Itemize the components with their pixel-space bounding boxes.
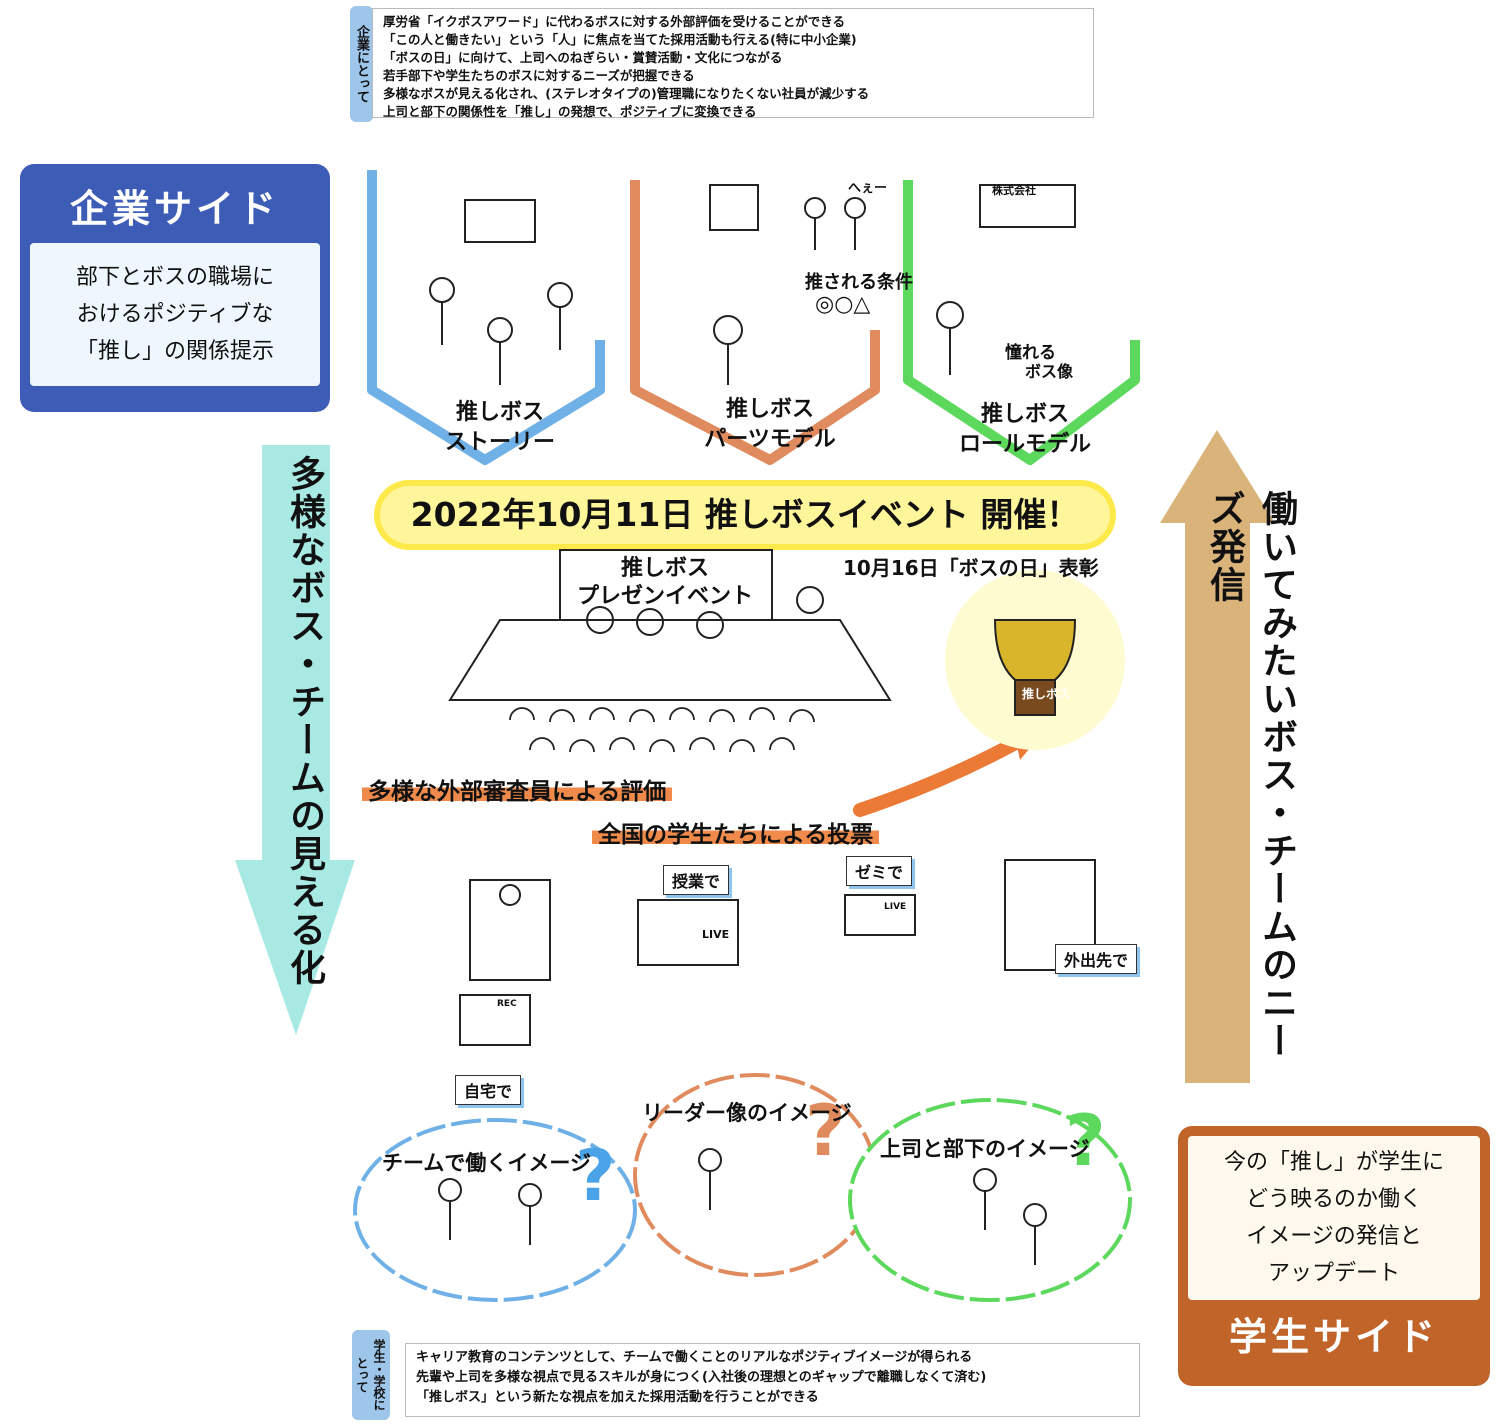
desc-line: 「推し」の関係提示 — [75, 339, 274, 364]
company-side-title: 企業サイド — [69, 187, 280, 231]
desc-line: イメージの発信と — [1246, 1224, 1422, 1249]
place-outside: 外出先で — [1055, 944, 1138, 974]
chevrons-illustration — [367, 170, 1140, 465]
benefit-line: 「推しボス」という新たな視点を加えた採用活動を行うことができる — [416, 1390, 819, 1405]
desc-line: アップデート — [1267, 1261, 1400, 1286]
benefit-line: 「この人と働きたい」という「人」に焦点を当てた採用活動も行える(特に中小企業) — [383, 32, 857, 47]
svg-text:?: ? — [1065, 1100, 1106, 1182]
rec-label: REC — [497, 999, 517, 1009]
down-arrow-icon — [235, 445, 355, 1035]
place-home: 自宅で — [455, 1075, 522, 1105]
cloud-leader: リーダー像のイメージ — [642, 1101, 852, 1125]
place-class: 授業で — [663, 865, 730, 895]
desc-line: 今の「推し」が学生に — [1223, 1150, 1444, 1175]
hee-text: へぇー — [848, 181, 888, 196]
chevron-label-parts: 推しボスパーツモデル — [690, 395, 850, 455]
student-side-box: 今の「推し」が学生に どう映るのか働く イメージの発信と アップデート 学生サイ… — [1178, 1126, 1490, 1386]
cloud-boss-subordinate: 上司と部下のイメージ — [880, 1137, 1090, 1161]
benefit-line: キャリア教育のコンテンツとして、チームで働くことのリアルなポジティブイメージが得… — [416, 1350, 973, 1365]
chevron-line: 推しボス — [455, 400, 544, 425]
stage-sign: 推しボスプレゼンイベント — [565, 555, 765, 611]
stage-line: 推しボス — [620, 556, 709, 581]
desc-line: 部下とボスの職場に — [75, 265, 274, 290]
svg-text:?: ? — [575, 1135, 616, 1217]
benefit-line: 「ボスの日」に向けて、上司へのねぎらい・賞賛活動・文化につながる — [383, 50, 783, 65]
company-side-desc: 部下とボスの職場に おけるポジティブな 「推し」の関係提示 — [30, 243, 320, 386]
desc-line: おけるポジティブな — [76, 302, 274, 327]
benefit-line: 厚労省「イクボスアワード」に代わるボスに対する外部評価を受けることができる — [383, 14, 846, 29]
live-label: LIVE — [884, 902, 907, 912]
desc-line: どう映るのか働く — [1245, 1187, 1422, 1212]
event-illustration — [448, 549, 1125, 1046]
benefit-line: 上司と部下の関係性を「推し」の発想で、ポジティブに変換できる — [383, 104, 757, 119]
student-benefits: キャリア教育のコンテンツとして、チームで働くことのリアルなポジティブイメージが得… — [405, 1343, 1140, 1417]
clouds-illustration: ? ? ? — [353, 1073, 1132, 1302]
event-banner: 2022年10月11日 推しボスイベント 開催！ — [380, 486, 1110, 544]
svg-text:?: ? — [805, 1090, 846, 1172]
chevron-line: 推しボス — [980, 402, 1069, 427]
evaluation-text: 多様な外部審査員による評価 — [362, 772, 673, 806]
student-side-title: 学生サイド — [1228, 1315, 1439, 1359]
trophy-plate: 推しボス — [1022, 687, 1071, 701]
stage-line: プレゼンイベント — [576, 584, 753, 609]
benefit-line: 若手部下や学生たちのボスに対するニーズが把握できる — [383, 68, 695, 83]
company-sign: 株式会社 — [992, 184, 1036, 197]
cloud-team: チームで働くイメージ — [382, 1151, 591, 1175]
company-benefit-tag: 企業にとって — [350, 6, 373, 122]
chevron-line: ストーリー — [444, 430, 555, 455]
boss-image-text: ボス像 — [1025, 362, 1074, 381]
place-seminar: ゼミで — [846, 856, 913, 886]
conditions-marks: ◎○△ — [815, 292, 871, 317]
company-side-box: 企業サイド 部下とボスの職場に おけるポジティブな 「推し」の関係提示 — [20, 164, 330, 412]
right-arrow-text: 働いてみたいボス・チームのニーズ発信 — [1204, 490, 1297, 1060]
company-benefits: 厚労省「イクボスアワード」に代わるボスに対する外部評価を受けることができる 「こ… — [372, 8, 1094, 119]
up-arrow-icon — [1160, 430, 1275, 1083]
chevron-line: パーツモデル — [704, 427, 836, 452]
voting-text: 全国の学生たちによる投票 — [592, 815, 880, 849]
longing-text: 憧れる — [1005, 343, 1056, 363]
student-side-desc: 今の「推し」が学生に どう映るのか働く イメージの発信と アップデート — [1188, 1136, 1480, 1300]
chevron-label-role: 推しボスロールモデル — [945, 400, 1105, 460]
student-benefit-tag: 学生・学校にとって — [352, 1330, 390, 1420]
chevron-line: 推しボス — [725, 397, 814, 422]
chevron-line: ロールモデル — [958, 432, 1091, 457]
benefit-line: 先輩や上司を多様な視点で見るスキルが身につく(入社後の理想とのギャップで離職しな… — [416, 1370, 987, 1385]
award-text: 10月16日「ボスの日」表彰 — [843, 556, 1099, 580]
live-label: LIVE — [702, 928, 730, 941]
conditions-text: 推される条件 — [805, 272, 913, 293]
chevron-label-story: 推しボスストーリー — [420, 398, 580, 458]
benefit-line: 多様なボスが見える化され、(ステレオタイプの)管理職になりたくない社員が減少する — [383, 86, 870, 101]
left-arrow-text: 多様なボス・チームの見える化 — [284, 455, 325, 987]
